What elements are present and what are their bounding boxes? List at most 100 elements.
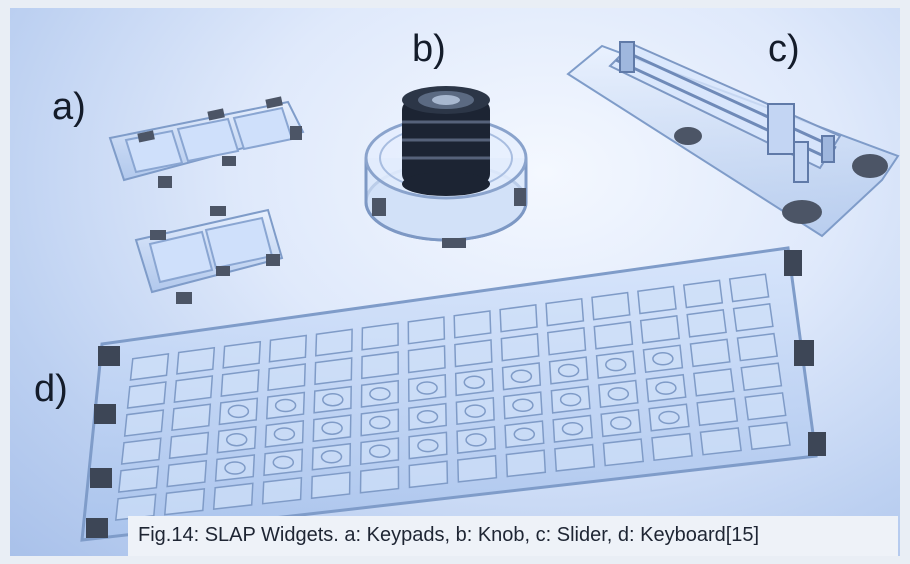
keyboard-pad bbox=[808, 432, 826, 456]
keyboard-key-dimple bbox=[464, 404, 486, 418]
keyboard-key bbox=[268, 334, 307, 363]
keyboard-key bbox=[266, 391, 306, 420]
keyboard-key bbox=[732, 303, 774, 332]
keyboard-key bbox=[314, 357, 353, 386]
keyboard-key bbox=[360, 379, 399, 408]
keyboard-key-dimple bbox=[272, 455, 295, 470]
keyboard-key bbox=[454, 368, 494, 397]
keyboard-key-dimple bbox=[463, 375, 486, 389]
keyboard-key bbox=[740, 362, 783, 392]
keyboard-key bbox=[454, 339, 493, 368]
keyboard-key bbox=[552, 414, 593, 443]
caption-box: Fig.14: SLAP Widgets. a: Keypads, b: Kno… bbox=[128, 516, 898, 556]
keyboard-key bbox=[682, 279, 724, 309]
photo-frame: a) b) c) d) Fig.14: SLAP Widgets. a: Key… bbox=[10, 8, 900, 556]
keyboard-key bbox=[359, 465, 400, 494]
keyboard-key-dimple bbox=[465, 433, 487, 447]
keyboard-key bbox=[222, 340, 262, 369]
keyboard-key bbox=[263, 448, 304, 477]
keyboard-key-dimple bbox=[652, 352, 674, 366]
keyboard-key-dimple bbox=[655, 381, 677, 395]
keyboard-key bbox=[501, 362, 542, 391]
keyboard-key-dimple bbox=[369, 387, 391, 401]
keyboard-key bbox=[744, 392, 787, 421]
keyboard-key bbox=[163, 488, 206, 516]
keyboard-pad bbox=[784, 250, 802, 276]
keyboard-key bbox=[550, 385, 591, 414]
keyboard-key bbox=[176, 346, 216, 375]
keyboard-key bbox=[315, 328, 353, 357]
keyboard-key-dimple bbox=[605, 357, 627, 372]
keyboard-key-dimple bbox=[322, 392, 344, 407]
keyboard-key bbox=[261, 476, 303, 505]
keyboard-key bbox=[728, 273, 770, 303]
keyboard-key bbox=[360, 437, 400, 466]
keyboard-key bbox=[598, 379, 639, 409]
keyboard-key-dimple bbox=[417, 438, 439, 453]
keyboard-key bbox=[311, 442, 352, 471]
keyboard-key bbox=[554, 443, 596, 472]
keyboard-key-dimple bbox=[607, 387, 630, 401]
keyboard-key-dimple bbox=[557, 363, 580, 378]
keyboard-key bbox=[120, 437, 162, 465]
keyboard-key bbox=[212, 482, 254, 510]
keyboard-key bbox=[313, 385, 352, 414]
keyboard-key bbox=[361, 351, 399, 380]
keyboard-key bbox=[748, 421, 791, 451]
keyboard-key bbox=[173, 375, 214, 403]
keyboard-key bbox=[639, 315, 681, 344]
keyboard-key bbox=[264, 420, 305, 448]
keyboard-key bbox=[499, 304, 538, 333]
keyboard-key bbox=[595, 350, 636, 379]
keyboard-key-dimple bbox=[513, 427, 536, 442]
keyboard-key bbox=[455, 396, 495, 426]
keyboard-key bbox=[642, 344, 684, 374]
knob bbox=[364, 86, 528, 248]
keyboard-pad bbox=[90, 468, 112, 488]
keyboard-key bbox=[126, 381, 167, 409]
keyboard-key bbox=[407, 373, 447, 403]
keyboard-pad bbox=[98, 346, 120, 366]
keyboard-key-dimple bbox=[512, 398, 534, 413]
keyboard-key bbox=[360, 408, 400, 437]
keyboard-key bbox=[645, 373, 687, 403]
keyboard-key bbox=[548, 356, 589, 385]
keyboard-key bbox=[453, 310, 492, 339]
keyboard-key-dimple bbox=[416, 410, 439, 424]
keyboard-key-dimple bbox=[321, 421, 343, 435]
keyboard-key bbox=[166, 459, 208, 488]
label-c: c) bbox=[768, 28, 800, 70]
keyboard-key-dimple bbox=[273, 427, 296, 441]
keyboard-key-dimple bbox=[274, 398, 297, 413]
keyboard-key bbox=[267, 363, 306, 392]
keyboard-key-dimple bbox=[227, 404, 250, 419]
keypad-bottom bbox=[134, 206, 284, 304]
keyboard-key bbox=[408, 431, 448, 460]
keyboard-key bbox=[651, 432, 693, 462]
keyboard bbox=[80, 246, 826, 542]
keyboard-key bbox=[408, 460, 449, 489]
figure-caption: Fig.14: SLAP Widgets. a: Keypads, b: Kno… bbox=[138, 524, 760, 546]
keyboard-key bbox=[218, 397, 259, 426]
keyboard-key bbox=[699, 427, 742, 456]
label-a: a) bbox=[52, 86, 86, 128]
keyboard-key bbox=[591, 291, 631, 321]
keyboard-key bbox=[545, 297, 585, 327]
keyboard-key bbox=[214, 454, 256, 482]
keyboard-key bbox=[648, 403, 690, 432]
keyboard-key bbox=[602, 438, 645, 467]
keypad-top bbox=[108, 96, 305, 188]
keyboard-key bbox=[547, 327, 587, 356]
slider bbox=[566, 41, 900, 238]
keyboard-key bbox=[456, 425, 496, 454]
keyboard-key bbox=[637, 285, 677, 315]
keyboard-key-dimple bbox=[225, 432, 248, 447]
keyboard-key bbox=[457, 454, 498, 483]
keyboard-key bbox=[407, 316, 446, 345]
keyboard-key bbox=[361, 322, 399, 351]
label-d: d) bbox=[34, 368, 68, 410]
keyboard-key bbox=[310, 471, 351, 500]
keyboard-key-dimple bbox=[658, 410, 680, 425]
keyboard-key bbox=[168, 431, 210, 460]
keyboard-key bbox=[129, 353, 170, 381]
